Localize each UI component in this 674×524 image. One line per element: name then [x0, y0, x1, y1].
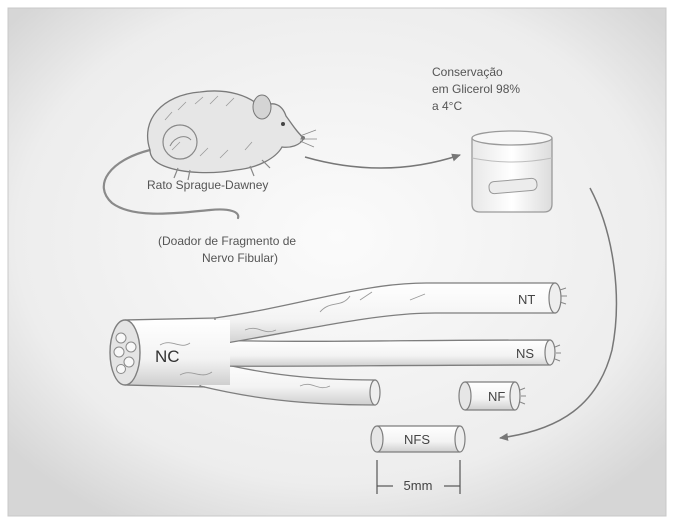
nerve-branch-ns: [215, 340, 550, 366]
glycerol-beaker: [472, 131, 552, 212]
diagram-background: [8, 8, 666, 516]
label-ns: NS: [516, 346, 534, 361]
rat-ear: [253, 95, 271, 119]
donor-caption-line1: (Doador de Fragmento de: [158, 234, 296, 248]
donor-caption-line2: Nervo Fibular): [202, 251, 278, 265]
storage-label-line2: em Glicerol 98%: [432, 82, 520, 96]
storage-label-line1: Conservação: [432, 65, 503, 79]
rat-eye: [281, 122, 285, 126]
rat-label: Rato Sprague-Dawney: [147, 178, 268, 192]
label-nfs: NFS: [404, 432, 430, 447]
storage-label-line3: a 4°C: [432, 99, 462, 113]
label-nc: NC: [155, 347, 180, 366]
label-nf: NF: [488, 389, 505, 404]
label-nt: NT: [518, 292, 535, 307]
scale-bar-label: 5mm: [404, 478, 433, 493]
